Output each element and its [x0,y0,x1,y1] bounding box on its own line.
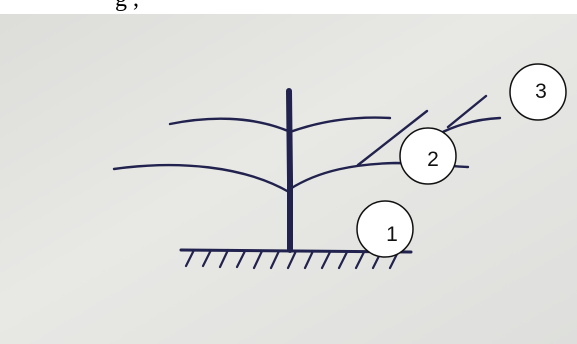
marker-1-circle [356,200,414,258]
ground-hatching [184,248,400,270]
marker-3-label: 3 [535,80,547,103]
pruned-shoot-2 [356,109,429,167]
trunk [286,88,293,253]
marker-3-circle [509,63,567,121]
marker-3: 3 [509,63,567,121]
lower-left-branch [112,163,291,194]
upper-left-branch [168,117,290,133]
cropped-caption-strip: g , [0,0,577,14]
marker-2-label: 2 [427,148,439,171]
marker-2: 2 [399,127,457,185]
marker-2-circle [399,127,457,185]
upper-right-branch [288,116,392,134]
side-shoot-3 [446,94,488,129]
marker-1-label: 1 [386,223,398,246]
cropped-caption-text: g , [115,0,139,13]
marker-1: 1 [356,200,414,258]
